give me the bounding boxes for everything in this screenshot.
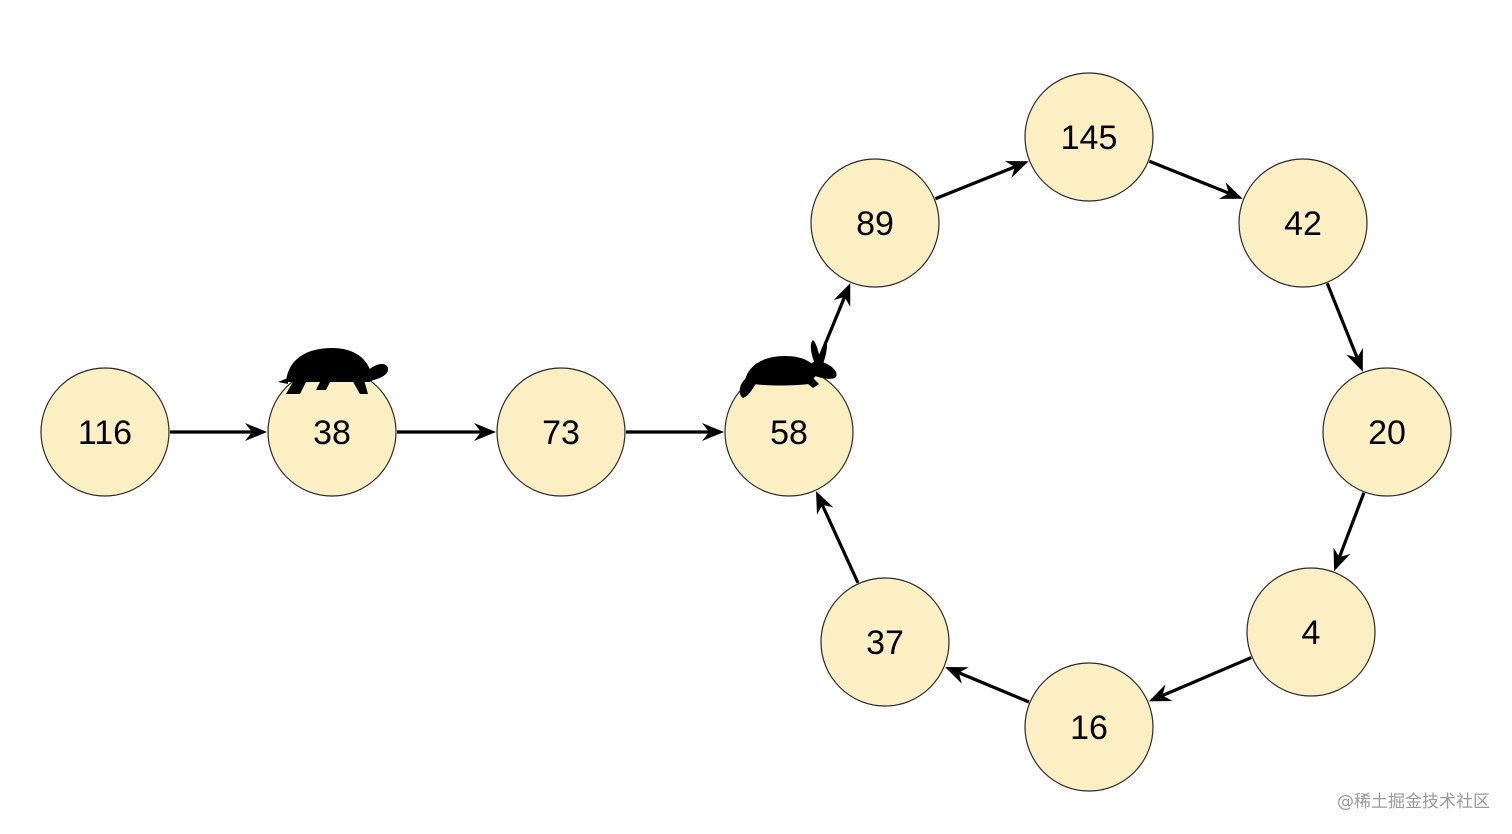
arrow-head-icon [474, 423, 496, 441]
node-label: 42 [1284, 205, 1322, 243]
edge-line [1148, 159, 1230, 195]
arrow-head-icon [945, 667, 969, 684]
arrow-head-icon [245, 423, 267, 441]
edge-line [1325, 282, 1359, 359]
node-circle [1238, 158, 1368, 288]
watermark: @稀土掘金技术社区 [1337, 792, 1490, 812]
node-89: 89 [810, 158, 940, 288]
edges-layer [170, 159, 1366, 704]
rabbit-icon [739, 340, 837, 398]
edge-n73-n58 [626, 423, 724, 441]
arrow-head-icon [833, 283, 851, 307]
edge-line [958, 671, 1030, 704]
edge-n37-n58 [816, 491, 860, 584]
edge-n145-n42 [1148, 159, 1243, 199]
edge-n16-n37 [945, 667, 1030, 704]
arrow-head-icon [816, 491, 834, 515]
edge-n89-n145 [934, 161, 1029, 201]
node-circle [1322, 367, 1452, 497]
node-38: 38 [267, 367, 397, 497]
node-circle [1024, 72, 1154, 202]
node-circle [1246, 567, 1376, 697]
edge-n38-n73 [397, 423, 496, 441]
node-16: 16 [1024, 662, 1154, 792]
node-20: 20 [1322, 367, 1452, 497]
arrow-head-icon [1218, 182, 1243, 199]
node-42: 42 [1238, 158, 1368, 288]
node-label: 89 [856, 205, 894, 243]
edge-line [1161, 656, 1252, 697]
markers-layer [278, 340, 837, 398]
edge-line [934, 165, 1016, 201]
nodes-layer: 116 38 73 58 89 145 42 20 4 16 37 [40, 72, 1452, 792]
arrow-head-icon [1148, 684, 1173, 702]
node-label: 38 [313, 414, 351, 452]
node-label: 145 [1061, 119, 1118, 157]
node-37: 37 [820, 577, 950, 707]
edge-n20-n4 [1333, 492, 1366, 572]
node-58: 58 [724, 367, 854, 497]
node-label: 37 [866, 624, 904, 662]
node-label: 4 [1302, 614, 1321, 652]
node-circle [496, 367, 626, 497]
node-label: 16 [1070, 709, 1108, 747]
node-116: 116 [40, 367, 170, 497]
edge-n4-n16 [1148, 656, 1252, 702]
node-label: 116 [78, 414, 132, 452]
node-circle [810, 158, 940, 288]
arrow-head-icon [702, 423, 724, 441]
edge-n42-n20 [1325, 282, 1363, 372]
node-4: 4 [1246, 567, 1376, 697]
node-73: 73 [496, 367, 626, 497]
edge-line [1337, 492, 1366, 558]
node-label: 73 [542, 414, 580, 452]
edge-n116-n38 [170, 423, 267, 441]
node-145: 145 [1024, 72, 1154, 202]
node-label: 20 [1368, 414, 1406, 452]
node-circle [1024, 662, 1154, 792]
arrow-head-icon [1004, 161, 1029, 178]
arrow-head-icon [1333, 547, 1351, 572]
node-circle [820, 577, 950, 707]
arrow-head-icon [1346, 347, 1363, 372]
node-label: 58 [770, 414, 808, 452]
tortoise-icon [278, 348, 389, 394]
edge-line [820, 504, 860, 584]
node-circle [40, 367, 170, 497]
